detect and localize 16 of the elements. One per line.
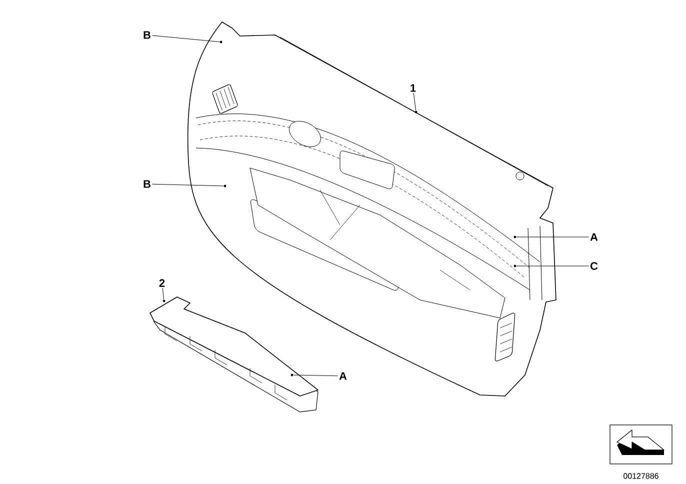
- callout-letter: 1: [410, 84, 416, 92]
- diagram-number: 00127886: [624, 473, 658, 479]
- part-drawing: [150, 296, 318, 412]
- callout-letter: B: [144, 180, 150, 188]
- callout-letter: A: [590, 233, 598, 241]
- leader-line: [152, 35, 220, 42]
- leader-line: [162, 288, 164, 300]
- callout-letter: A: [339, 372, 347, 380]
- leader-line: [413, 92, 416, 111]
- part-drawing: [187, 22, 556, 396]
- leader-line: [516, 236, 590, 238]
- callout-letter: B: [144, 31, 150, 39]
- callout-letter: 2: [159, 279, 165, 287]
- callout-letter: C: [590, 262, 598, 270]
- leader-line: [152, 184, 224, 186]
- leader-line: [293, 374, 338, 376]
